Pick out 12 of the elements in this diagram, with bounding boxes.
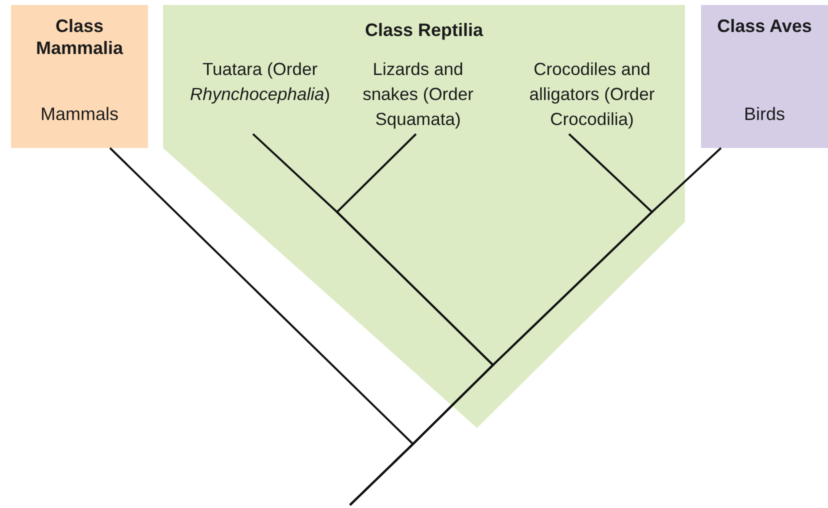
taxon-label: Birds	[742, 103, 786, 125]
taxon-label: Mammals	[39, 103, 120, 125]
class-box	[11, 5, 148, 148]
class-heading: Class Aves	[716, 15, 813, 37]
class-box	[701, 5, 828, 148]
branch-line	[349, 147, 722, 506]
taxon-label: Lizards and snakes (Order Squamata)	[362, 58, 474, 131]
taxon-label: Tuatara (Order Rhynchocephalia)	[188, 58, 332, 106]
class-heading: Class Reptilia	[364, 19, 484, 41]
class-heading: Class Mammalia	[34, 15, 124, 59]
taxon-label: Crocodiles and alligators (Order Crocodilia)	[528, 58, 656, 131]
clade-band	[163, 5, 685, 428]
